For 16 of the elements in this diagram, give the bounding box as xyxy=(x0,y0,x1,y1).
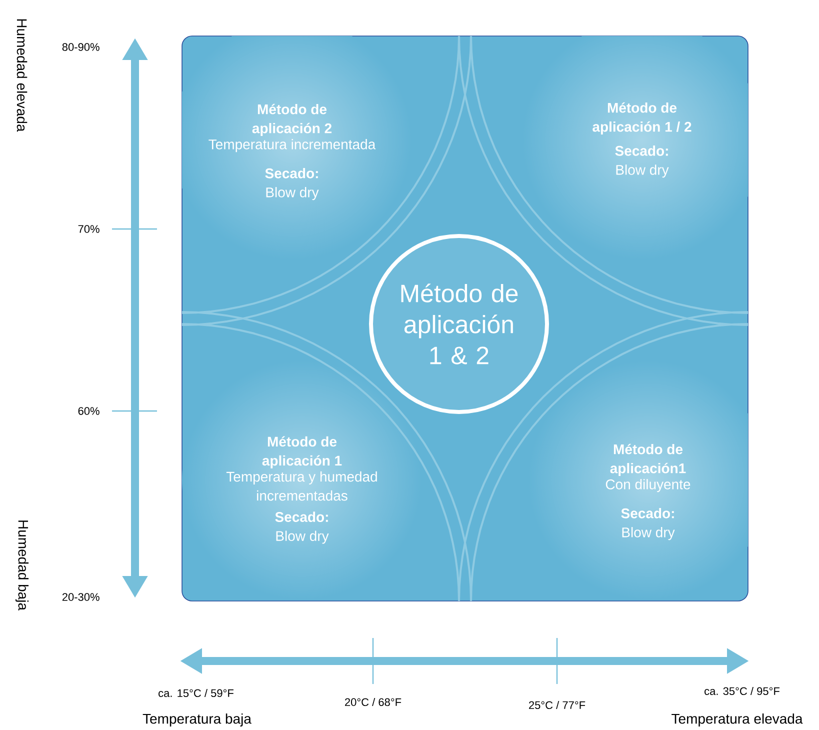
tick-label: 70% xyxy=(78,225,100,233)
tick-label: 20-30% xyxy=(62,593,100,601)
method-text: Método de aplicación 2 Temperatura incrementada Secado: Blow dry xyxy=(208,104,376,200)
method-text: Método de aplicación1 Con diluyente Secado: Blow dry xyxy=(606,444,690,540)
axis-title: Temperatura elevada xyxy=(672,713,803,727)
method-text: Método de aplicación 1 Temperatura y humedad incrementadas Secado: Blow dry xyxy=(226,436,377,544)
tick-label: 60% xyxy=(78,407,100,415)
tick-label: ca. 35°C / 95°F xyxy=(704,686,780,696)
tick-label: 25°C / 77°F xyxy=(529,700,586,710)
tick-label: 80-90% xyxy=(62,43,100,51)
axis-title: Humedad elevada xyxy=(16,19,28,132)
axis-title: Temperatura baja xyxy=(142,713,252,727)
method-text: Método de aplicación 1 / 2 Secado: Blow dry xyxy=(592,102,692,178)
tick-label: ca. 15°C / 59°F xyxy=(158,688,234,698)
axis-title: Humedad baja xyxy=(15,520,29,610)
tick-label: 20°C / 68°F xyxy=(345,698,402,706)
